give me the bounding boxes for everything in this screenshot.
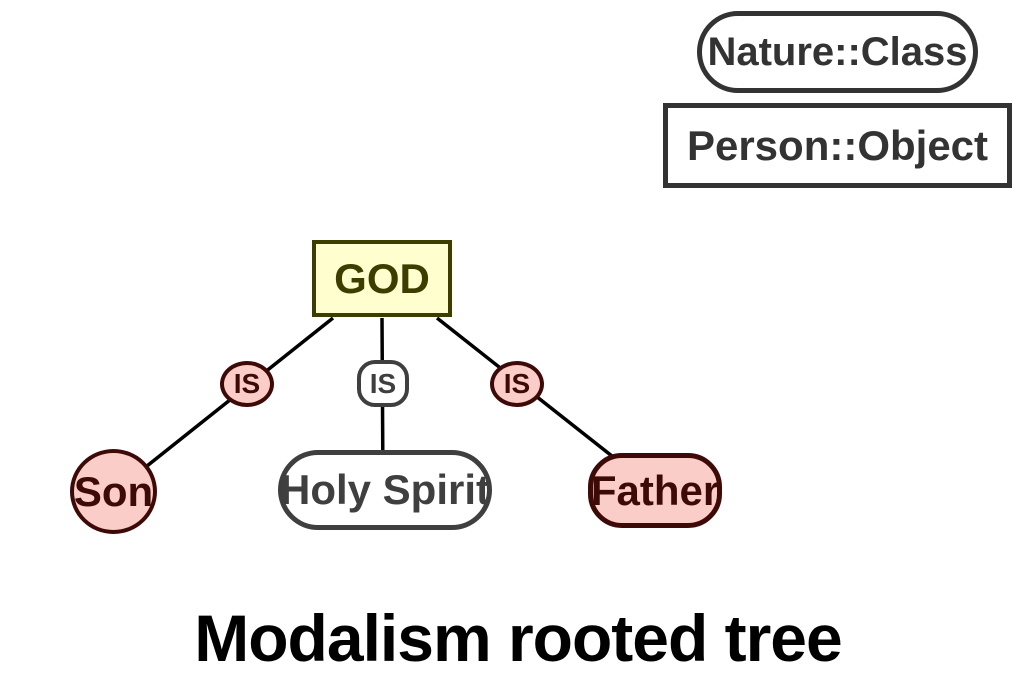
node-father-label: Father [590,466,720,514]
edge-label-is-son: IS [220,361,274,407]
node-god: GOD [312,240,452,317]
node-father: Father [588,453,722,528]
edge-god-son [111,316,335,495]
node-son: Son [70,449,157,534]
edge-label-is-father: IS [490,361,544,407]
node-son-label: Son [73,467,154,515]
edge-label-is-holy-spirit-text: IS [369,367,397,399]
node-holy-spirit-label: Holy Spirit [279,466,491,513]
edge-label-is-holy-spirit: IS [357,360,409,407]
legend-object-label: Person::Object [686,121,989,169]
edge-label-is-father-text: IS [503,368,531,399]
node-holy-spirit: Holy Spirit [278,450,492,530]
edge-label-is-son-text: IS [233,368,261,399]
legend-object-node: Person::Object [663,103,1012,188]
legend-class-node: Nature::Class [697,11,978,93]
legend-class-label: Nature::Class [707,29,968,74]
diagram-title: Modalism rooted tree [194,601,842,675]
node-god-label: GOD [334,254,430,302]
